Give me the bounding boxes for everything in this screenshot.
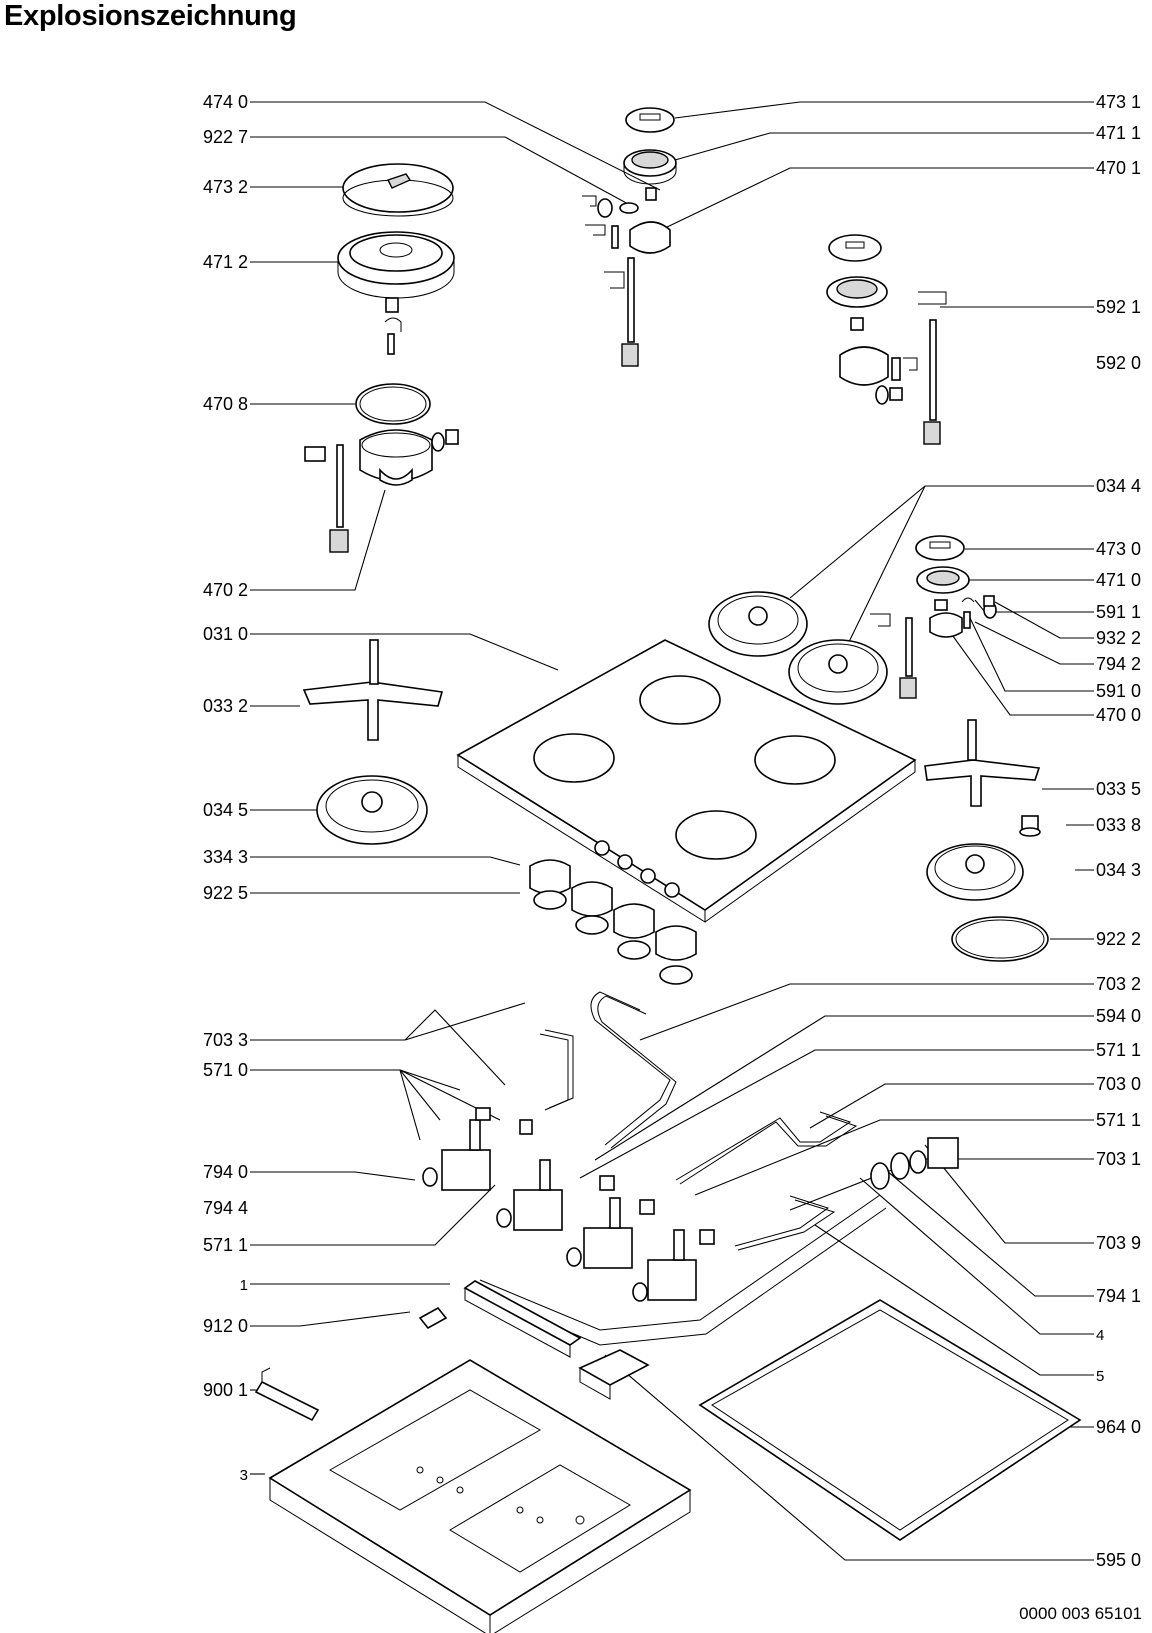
- callout-label: 595 0: [1096, 1550, 1141, 1570]
- burner-plate-0345: [316, 775, 428, 845]
- callout-label: 794 4: [203, 1198, 248, 1218]
- callout-label: 964 0: [1096, 1417, 1141, 1437]
- burner-group-right-upper: [826, 234, 947, 445]
- burner-cap-small-top: [625, 107, 675, 133]
- callout-label: 334 3: [203, 847, 248, 867]
- callout-label: 034 4: [1096, 476, 1141, 496]
- gas-pipes: [479, 991, 887, 1346]
- callout-label: 031 0: [203, 624, 248, 644]
- callout-label: 034 5: [203, 800, 248, 820]
- callout-label: 033 8: [1096, 815, 1141, 835]
- callout-label: 703 1: [1096, 1149, 1141, 1169]
- seal-ring-4708: [355, 383, 431, 425]
- callout-label: 922 5: [203, 883, 248, 903]
- callout-label: 473 1: [1096, 92, 1141, 112]
- callout-label: 474 0: [203, 92, 248, 112]
- document-number: 0000 003 65101: [1019, 1604, 1142, 1623]
- pan-support-0335: [924, 719, 1041, 807]
- callout-label: 470 1: [1096, 158, 1141, 178]
- callout-label: 703 0: [1096, 1074, 1141, 1094]
- callout-label: 5: [1096, 1368, 1104, 1385]
- callout-label: 592 0: [1096, 353, 1141, 373]
- seal-frame-9640: [698, 1299, 1082, 1541]
- callout-label: 703 9: [1096, 1233, 1141, 1253]
- callout-label: 932 2: [1096, 628, 1141, 648]
- callout-label: 703 2: [1096, 974, 1141, 994]
- gas-inlet-fittings: [870, 1137, 959, 1190]
- callout-label: 571 1: [203, 1235, 248, 1255]
- callout-label: 471 0: [1096, 570, 1141, 590]
- callout-label: 4: [1096, 1327, 1104, 1344]
- right-callouts: 473 1 471 1 470 1 592 1 592 0 034 4 473 …: [1096, 92, 1141, 1570]
- burner-crown-small-top: [623, 149, 677, 185]
- callout-label: 471 2: [203, 252, 248, 272]
- ignition-unit-5950: [578, 1349, 650, 1400]
- callout-label: 470 2: [203, 580, 248, 600]
- valve-bracket-1: [463, 1280, 582, 1358]
- callout-label: 034 3: [1096, 860, 1141, 880]
- callout-label: 470 0: [1096, 705, 1141, 725]
- callout-label: 571 0: [203, 1060, 248, 1080]
- page-title: Explosionszeichnung: [4, 0, 297, 32]
- callout-label: 794 1: [1096, 1286, 1141, 1306]
- callout-label: 591 1: [1096, 602, 1141, 622]
- callout-label: 1: [240, 1277, 248, 1294]
- leader-lines: [250, 101, 1094, 1561]
- burner-body-4701: [585, 221, 671, 367]
- callout-label: 3: [240, 1467, 248, 1484]
- knob-seals-9225: [533, 890, 693, 985]
- callout-label: 571 1: [1096, 1040, 1141, 1060]
- callout-label: 922 2: [1096, 929, 1141, 949]
- callout-label: 473 0: [1096, 539, 1141, 559]
- seal-ring-9222: [951, 916, 1049, 962]
- callout-label: 900 1: [203, 1380, 248, 1400]
- burner-plate-0344-a: [708, 591, 808, 657]
- burner-cap-large: [342, 163, 454, 217]
- clip-9120: [418, 1306, 448, 1330]
- callout-label: 594 0: [1096, 1006, 1141, 1026]
- left-callouts: 474 0 922 7 473 2 471 2 470 8 470 2 031 …: [203, 92, 248, 1484]
- callout-label: 033 5: [1096, 779, 1141, 799]
- cable-holder-9001: [254, 1367, 320, 1422]
- gas-valves: [422, 1107, 715, 1302]
- injector-top: [582, 187, 657, 218]
- pan-support-0332: [302, 639, 444, 741]
- injector-left: [384, 297, 402, 355]
- callout-label: 703 3: [203, 1030, 248, 1050]
- callout-label: 794 0: [203, 1162, 248, 1182]
- callout-label: 473 2: [203, 177, 248, 197]
- burner-group-right-middle: [870, 535, 997, 699]
- burner-crown-large: [337, 231, 455, 299]
- burner-plate-0344-b: [788, 639, 888, 705]
- callout-label: 592 1: [1096, 297, 1141, 317]
- hob-top-plate: [456, 639, 917, 923]
- callout-label: 470 8: [203, 394, 248, 414]
- callout-label: 912 0: [203, 1316, 248, 1336]
- base-tray: [268, 1359, 692, 1633]
- callout-label: 571 1: [1096, 1110, 1141, 1130]
- callout-label: 471 1: [1096, 123, 1141, 143]
- burner-plate-0343: [926, 843, 1024, 901]
- callout-label: 922 7: [203, 127, 248, 147]
- burner-body-4702: [304, 429, 459, 553]
- knobs-3343: [529, 859, 697, 961]
- callout-label: 794 2: [1096, 654, 1141, 674]
- foot-0338: [1019, 815, 1041, 837]
- callout-label: 033 2: [203, 696, 248, 716]
- callout-label: 591 0: [1096, 681, 1141, 701]
